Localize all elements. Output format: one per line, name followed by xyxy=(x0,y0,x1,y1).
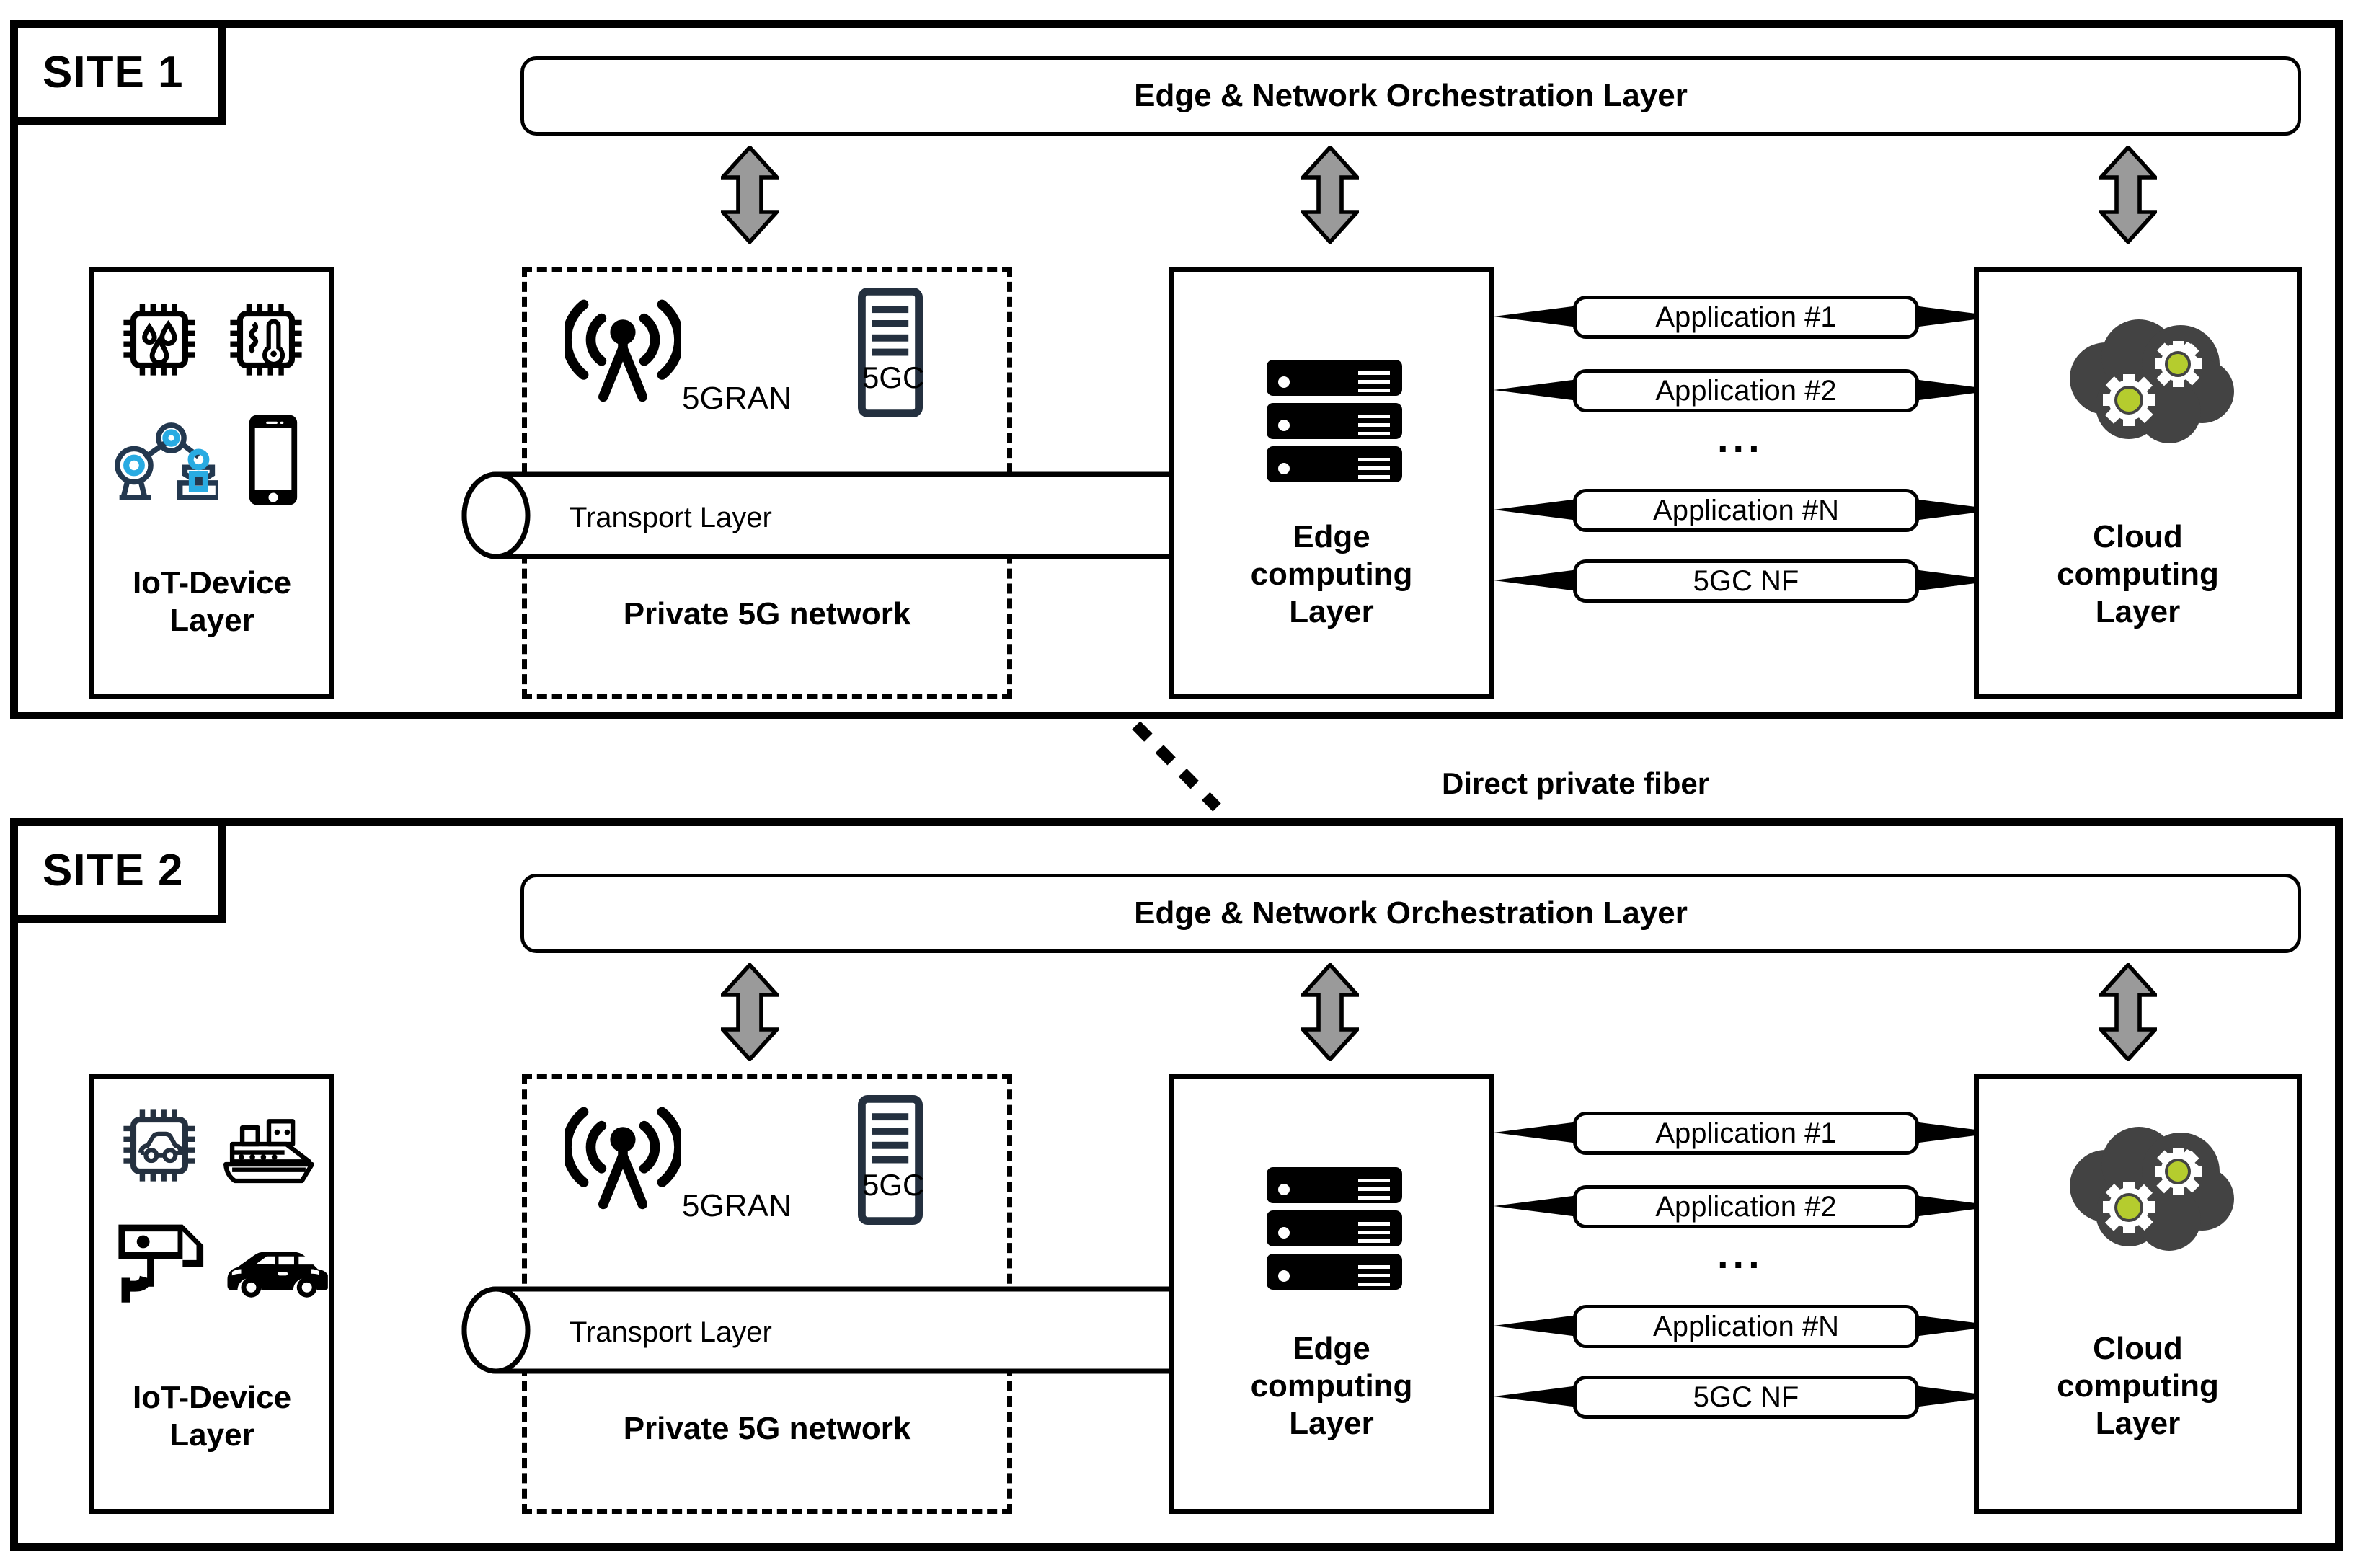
cloud-layer-title-site1: Cloud computing Layer xyxy=(2057,519,2219,629)
cloud-computing-layer-site2[interactable]: Cloud computing Layer xyxy=(1974,1074,2302,1514)
cloud-computing-layer-site1[interactable]: Cloud computing Layer xyxy=(1974,267,2302,699)
transport-layer-label-site1: Transport Layer xyxy=(570,502,772,533)
gc-label-site2: 5GC xyxy=(862,1168,925,1202)
gc-label-site1: 5GC xyxy=(862,360,925,394)
orchestration-arrow-5g-site1 xyxy=(721,144,779,245)
cloud-gears-icon-site1 xyxy=(2054,312,2241,456)
cloud-gears-icon-site2 xyxy=(2054,1120,2241,1264)
iot-layer-title-site2: IoT-Device Layer xyxy=(132,1380,292,1453)
car-icon xyxy=(223,1244,328,1298)
ran-label-site1: 5GRAN xyxy=(682,381,792,416)
application-1-site2[interactable]: Application #1 xyxy=(1573,1112,1919,1155)
ship-icon xyxy=(218,1114,319,1187)
application-n-site2[interactable]: Application #N xyxy=(1573,1305,1919,1348)
orchestration-arrow-5g-site2 xyxy=(721,962,779,1063)
5gc-nf-site2[interactable]: 5GC NF xyxy=(1573,1376,1919,1419)
direct-private-fiber-line xyxy=(1132,721,1221,812)
site-2-tag: SITE 2 xyxy=(10,818,226,923)
smartphone-icon xyxy=(247,413,299,507)
server-tower-icon-site1 xyxy=(858,287,923,418)
iot-layer-title-site1: IoT-Device Layer xyxy=(132,565,292,638)
orchestration-arrow-edge-site2 xyxy=(1301,962,1359,1063)
humidity-sensor-chip-icon xyxy=(115,295,204,384)
application-2-site1[interactable]: Application #2 xyxy=(1573,369,1919,412)
orchestration-layer-site2[interactable]: Edge & Network Orchestration Layer xyxy=(520,874,2301,953)
antenna-tower-icon-site1 xyxy=(565,288,681,404)
orchestration-layer-site1[interactable]: Edge & Network Orchestration Layer xyxy=(520,56,2301,136)
5gc-nf-site1[interactable]: 5GC NF xyxy=(1573,559,1919,603)
iot-device-layer-site1[interactable]: IoT-Device Layer xyxy=(89,267,334,699)
private-5g-label-site2: Private 5G network xyxy=(623,1411,911,1446)
vehicle-chip-icon xyxy=(115,1101,204,1190)
edge-layer-title-site1: Edge computing Layer xyxy=(1250,519,1413,629)
server-tower-icon-site2 xyxy=(858,1094,923,1226)
ran-label-site2: 5GRAN xyxy=(682,1188,792,1223)
orchestration-arrow-cloud-site2 xyxy=(2099,962,2157,1063)
temperature-sensor-chip-icon xyxy=(221,295,311,384)
application-1-site1[interactable]: Application #1 xyxy=(1573,296,1919,339)
application-2-site2[interactable]: Application #2 xyxy=(1573,1185,1919,1228)
server-rack-icon-site1 xyxy=(1262,358,1406,488)
application-n-site1[interactable]: Application #N xyxy=(1573,489,1919,532)
transport-layer-cylinder-site2[interactable] xyxy=(461,1286,1175,1374)
antenna-tower-icon-site2 xyxy=(565,1096,681,1211)
orchestration-arrow-cloud-site1 xyxy=(2099,144,2157,245)
transport-layer-label-site2: Transport Layer xyxy=(570,1316,772,1348)
private-5g-label-site1: Private 5G network xyxy=(623,596,911,632)
cctv-camera-icon xyxy=(113,1218,213,1311)
iot-device-layer-site2[interactable]: IoT-Device Layer xyxy=(89,1074,334,1514)
transport-layer-cylinder-site1[interactable] xyxy=(461,471,1175,559)
direct-private-fiber-label: Direct private fiber xyxy=(1442,766,1710,800)
orchestration-arrow-edge-site1 xyxy=(1301,144,1359,245)
edge-layer-title-site2: Edge computing Layer xyxy=(1250,1331,1413,1441)
edge-computing-layer-site2[interactable]: Edge computing Layer xyxy=(1169,1074,1494,1514)
site-1-tag: SITE 1 xyxy=(10,20,226,125)
edge-computing-layer-site1[interactable]: Edge computing Layer xyxy=(1169,267,1494,699)
server-rack-icon-site2 xyxy=(1262,1166,1406,1295)
robot-arm-icon xyxy=(110,415,218,502)
ellipsis-site1: ... xyxy=(1717,415,1764,461)
cloud-layer-title-site2: Cloud computing Layer xyxy=(2057,1331,2219,1441)
ellipsis-site2: ... xyxy=(1717,1231,1764,1277)
